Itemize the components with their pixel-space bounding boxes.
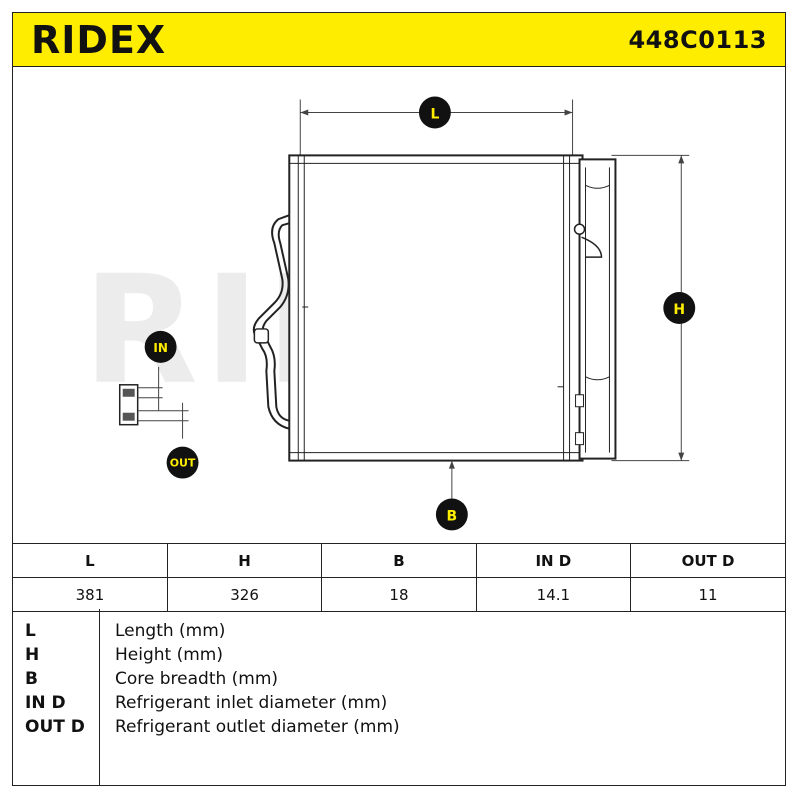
- spec-value-out-d: 11: [630, 577, 785, 612]
- svg-text:B: B: [447, 508, 458, 524]
- header-bar: RIDEX 448C0113: [13, 13, 785, 67]
- spec-header-l: L: [13, 543, 168, 578]
- legend-key: H: [25, 645, 40, 665]
- legend-desc: Core breadth (mm): [115, 669, 279, 689]
- spec-header-out-d: OUT D: [630, 543, 785, 578]
- legend-desc: Refrigerant outlet diameter (mm): [115, 717, 400, 737]
- legend-key: L: [25, 621, 36, 641]
- svg-text:H: H: [673, 302, 685, 318]
- legend-key: B: [25, 669, 38, 689]
- spec-table: L H B IN D OUT D 381 326 18 14.1 11: [13, 543, 785, 612]
- legend-desc: Height (mm): [115, 645, 223, 665]
- breadth-badge: B: [435, 498, 468, 531]
- spec-value-in-d: 14.1: [475, 577, 632, 612]
- part-number: 448C0113: [628, 26, 767, 54]
- legend-desc: Length (mm): [115, 621, 226, 641]
- outlet-badge: OUT: [166, 446, 199, 479]
- ridex-logo: RIDEX: [31, 21, 166, 59]
- legend-key: IN D: [25, 693, 66, 713]
- spec-header-in-d: IN D: [475, 543, 632, 578]
- receiver-tank: [578, 158, 617, 460]
- svg-text:OUT: OUT: [170, 457, 196, 470]
- legend-key: OUT D: [25, 717, 85, 737]
- length-badge: L: [418, 96, 451, 129]
- spec-value-b: 18: [321, 577, 477, 612]
- legend: L Length (mm) H Height (mm) B Core bread…: [13, 609, 785, 785]
- legend-divider: [99, 609, 100, 785]
- spec-header-b: B: [321, 543, 477, 578]
- spec-value-row: 381 326 18 14.1 11: [13, 577, 785, 612]
- legend-row: H Height (mm): [13, 645, 785, 669]
- spec-header-row: L H B IN D OUT D: [13, 543, 785, 578]
- product-sheet: RIDEX 448C0113 RIDEX L H: [12, 12, 786, 786]
- legend-row: B Core breadth (mm): [13, 669, 785, 693]
- height-badge: H: [663, 292, 696, 324]
- legend-row: IN D Refrigerant inlet diameter (mm): [13, 693, 785, 717]
- legend-desc: Refrigerant inlet diameter (mm): [115, 693, 388, 713]
- condenser-drawing: RIDEX L H: [83, 96, 696, 531]
- spec-value-h: 326: [166, 577, 323, 612]
- condenser-core: [288, 154, 584, 462]
- spec-value-l: 381: [13, 577, 168, 612]
- logo-text: RIDEX: [31, 21, 166, 59]
- svg-text:IN: IN: [153, 341, 167, 355]
- svg-text:L: L: [430, 106, 439, 122]
- spec-header-h: H: [166, 543, 323, 578]
- inlet-badge: IN: [144, 330, 177, 363]
- legend-row: L Length (mm): [13, 621, 785, 645]
- legend-row: OUT D Refrigerant outlet diameter (mm): [13, 717, 785, 741]
